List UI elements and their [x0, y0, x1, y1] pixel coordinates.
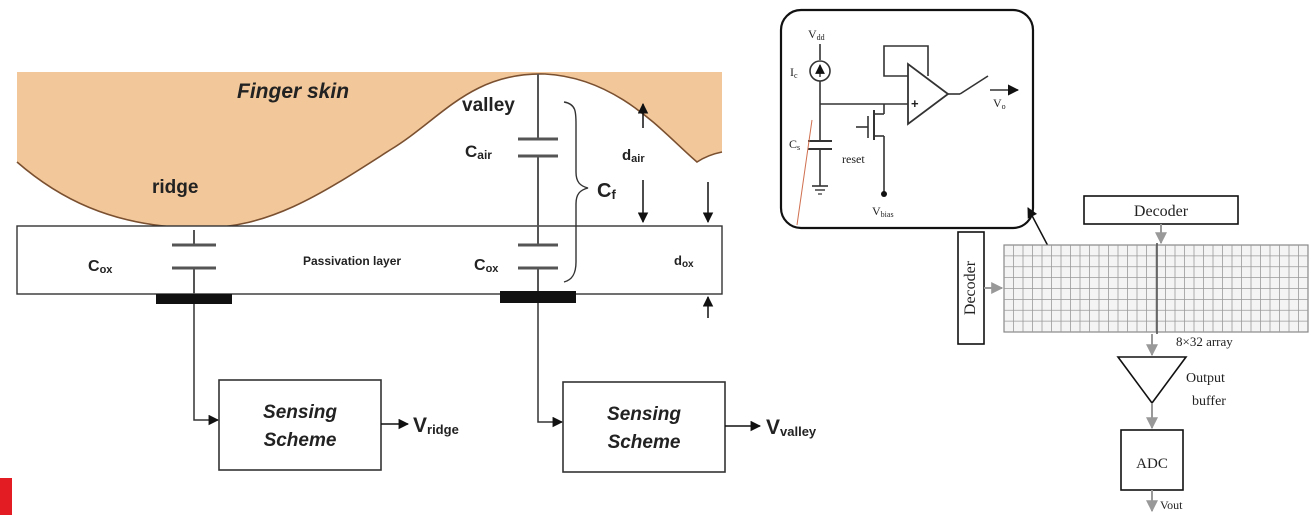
sensing-right-line2: Scheme — [608, 432, 681, 453]
left-diagram: Finger skin ridge valley Cair Cf dair Co… — [16, 72, 817, 473]
decoder-left-label: Decoder — [962, 260, 979, 315]
sensor-array-grid — [1003, 243, 1309, 334]
red-corner-mark — [0, 478, 12, 515]
v-valley-label: Vvalley — [766, 416, 817, 439]
cair-label: Cair — [465, 142, 492, 162]
wire-left — [193, 304, 220, 426]
vbias-node — [881, 191, 887, 197]
cf-label: Cf — [597, 180, 616, 202]
passivation-layer — [16, 225, 723, 295]
vdd-label: Vdd — [808, 27, 825, 42]
electrode-left — [156, 294, 232, 304]
opamp-triangle-icon — [907, 62, 950, 126]
vbias-label: Vbias — [872, 204, 894, 219]
sensing-right-line1: Sensing — [607, 404, 681, 425]
cf-brace — [563, 101, 589, 283]
red-annotation-line — [796, 119, 813, 226]
decoder-top-label: Decoder — [1134, 203, 1189, 220]
sensing-scheme-box-right — [562, 381, 726, 473]
reset-label: reset — [842, 152, 865, 166]
right-diagram: Vdd Ic Cs reset Vbias Vo + Decoder Decod… — [779, 8, 1309, 513]
skin-outline — [16, 73, 723, 229]
adc-box — [1120, 429, 1184, 491]
output-buffer-line1: Output — [1186, 371, 1225, 386]
vout-label: Vout — [1160, 498, 1183, 512]
dair-label: dair — [622, 147, 645, 165]
output-buffer-line2: buffer — [1192, 394, 1226, 409]
pixel-circuit-box — [779, 8, 1035, 230]
finger-skin-label: Finger skin — [237, 80, 349, 103]
vo-label: Vo — [993, 96, 1006, 111]
sensing-scheme-box-left — [218, 379, 382, 471]
opamp-plus-label: + — [911, 96, 919, 111]
output-buffer-triangle-icon — [1116, 356, 1188, 405]
decoder-top-box — [1083, 195, 1239, 225]
decoder-left-box — [957, 231, 985, 345]
cox-right-label: Cox — [474, 257, 499, 275]
wire-right — [537, 303, 564, 428]
cs-label: Cs — [789, 137, 800, 152]
finger-skin-shape — [17, 72, 722, 228]
passivation-label: Passivation layer — [303, 254, 401, 268]
valley-label: valley — [462, 95, 515, 116]
cox-left-label: Cox — [88, 258, 113, 276]
circuit-to-array-arrow — [1027, 207, 1049, 247]
electrode-right — [500, 291, 576, 303]
dox-label: dox — [674, 253, 694, 270]
ic-label: Ic — [790, 65, 798, 80]
array-label: 8×32 array — [1176, 334, 1233, 349]
output-switch — [959, 75, 989, 95]
adc-label: ADC — [1136, 456, 1168, 472]
sensing-left-line1: Sensing — [263, 402, 337, 423]
opamp-feedback — [883, 45, 929, 77]
ridge-label: ridge — [152, 177, 198, 198]
v-ridge-label: Vridge — [413, 414, 459, 437]
sensing-left-line2: Scheme — [264, 430, 337, 451]
